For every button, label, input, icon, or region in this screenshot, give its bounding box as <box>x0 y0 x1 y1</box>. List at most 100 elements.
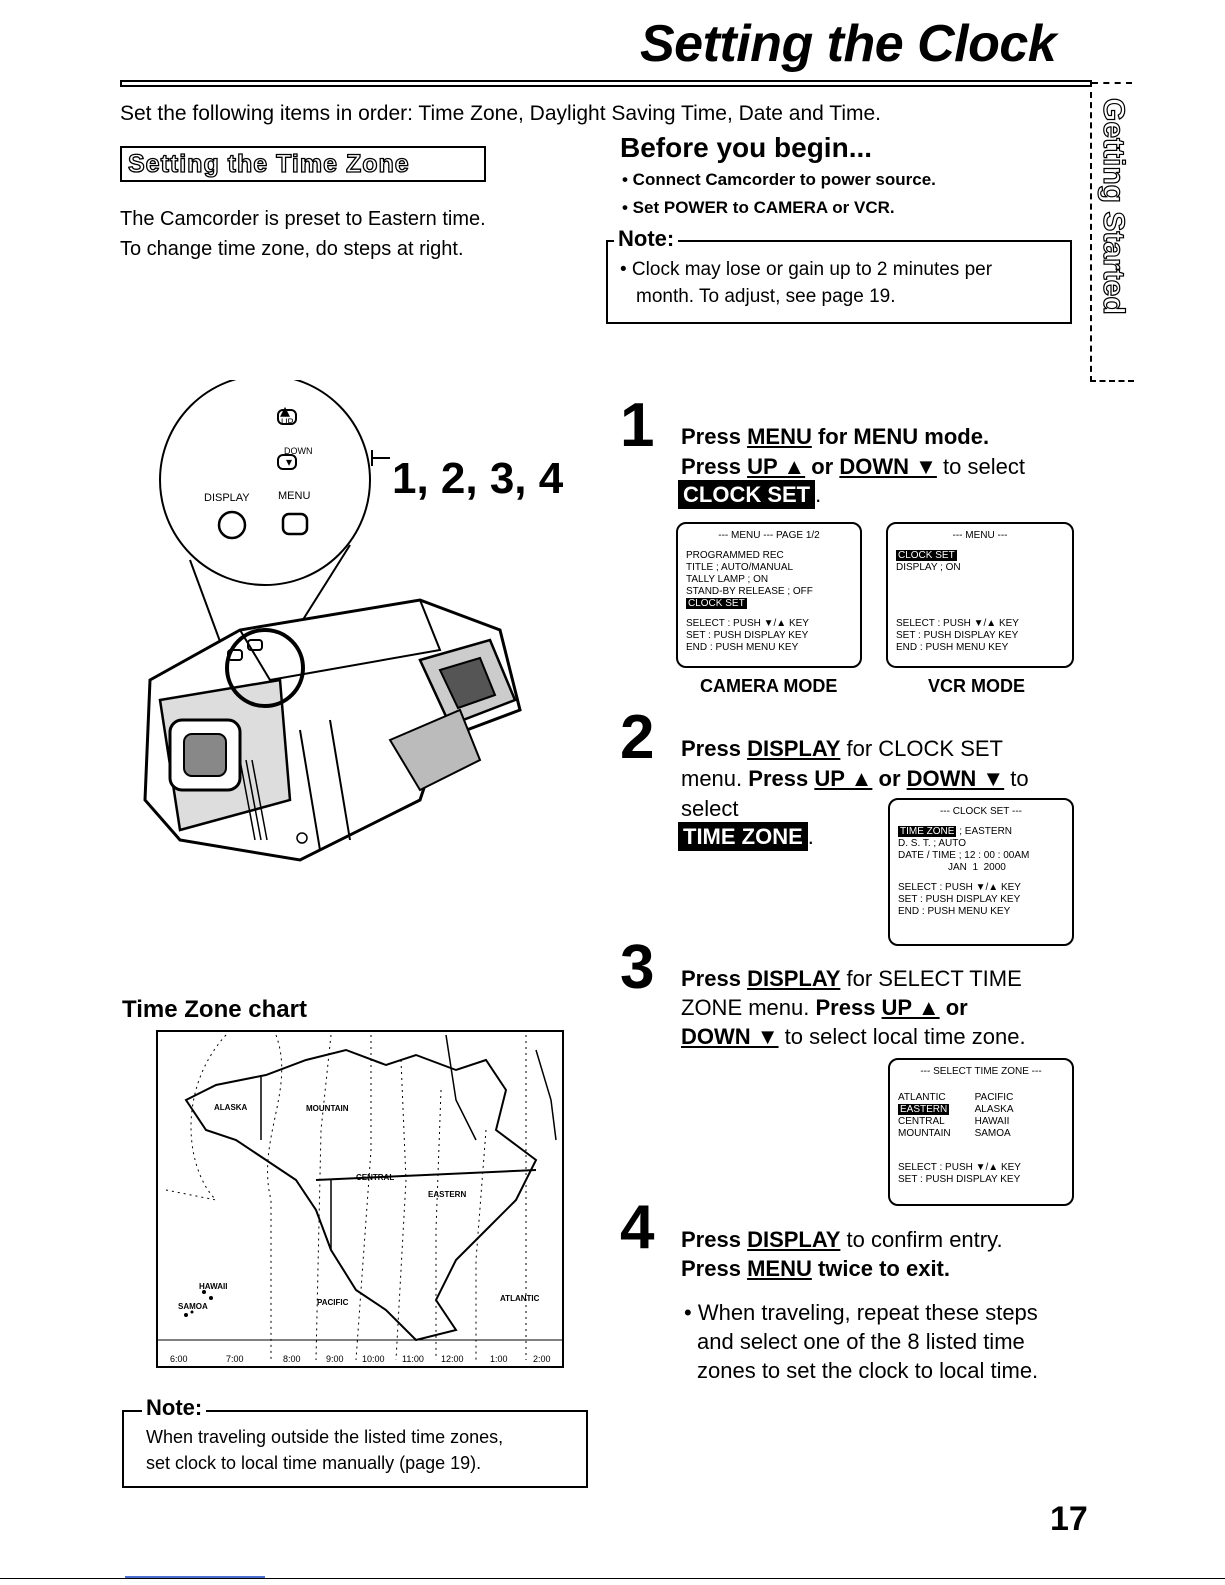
camera-mode-label: CAMERA MODE <box>700 676 838 696</box>
screen-key: END : PUSH MENU KEY <box>898 906 1011 917</box>
step-3-line-3: DOWN ▼ to select local time zone. <box>681 1022 1026 1051</box>
before-title: Before you begin... <box>620 132 873 163</box>
up-key-ref: UP ▲ <box>881 995 940 1020</box>
tz-option: CENTRAL <box>898 1116 945 1127</box>
tz-tick: 8:00 <box>283 1354 301 1364</box>
step-4-bullet-3: zones to set the clock to local time. <box>697 1358 1039 1383</box>
clock-set-screen: --- CLOCK SET --- TIME ZONE ; EASTERN D.… <box>888 798 1074 946</box>
text: Press <box>681 424 748 449</box>
step-4-bullet-1: • When traveling, repeat these steps <box>684 1300 1038 1325</box>
text: twice to exit. <box>811 1256 950 1281</box>
map-label: ATLANTIC <box>500 1294 540 1303</box>
camcorder-illustration <box>143 380 522 862</box>
side-tab-label: Getting Started <box>1096 97 1130 315</box>
text: for SELECT TIME <box>840 966 1022 991</box>
text: Press <box>748 766 815 791</box>
text: or <box>872 766 907 791</box>
tz-option: ATLANTIC <box>898 1092 946 1103</box>
footer-accent <box>125 1576 265 1578</box>
step-4-bullet-2: and select one of the 8 listed time <box>697 1329 1025 1354</box>
title-rule-dash <box>1092 82 1132 84</box>
text: Press <box>681 1256 748 1281</box>
note-box-bottom <box>122 1410 588 1488</box>
preset-line: The Camcorder is preset to Eastern time. <box>120 208 486 230</box>
page-number: 17 <box>1050 1500 1088 1538</box>
text: Press <box>815 995 882 1020</box>
step-number: 4 <box>620 1193 655 1262</box>
note-label: Note: <box>142 1395 207 1421</box>
step-2-highlight-row: TIME ZONE. <box>678 822 814 851</box>
display-key-ref: DISPLAY <box>747 966 841 991</box>
text: or <box>939 995 968 1020</box>
map-label: MOUNTAIN <box>306 1104 349 1113</box>
down-label: DOWN <box>284 446 313 456</box>
step-2-line-1: Press DISPLAY for CLOCK SET <box>681 734 1003 763</box>
step-number: 3 <box>620 933 655 1002</box>
up-key-ref: UP ▲ <box>814 766 873 791</box>
screen-header: --- MENU --- PAGE 1/2 <box>718 530 820 541</box>
step-callout: 1, 2, 3, 4 <box>392 454 564 503</box>
vcr-mode-label: VCR MODE <box>928 676 1026 696</box>
text: to select <box>936 454 1025 479</box>
menu-key-ref: MENU <box>747 424 812 449</box>
map-label: SAMOA <box>178 1302 208 1311</box>
screen-header: --- MENU --- <box>952 530 1008 541</box>
screen-row: TITLE ; AUTO/MANUAL <box>686 562 794 573</box>
text: Press <box>681 454 748 479</box>
text: . <box>807 824 814 849</box>
step-2-line-3: select <box>681 796 739 821</box>
page-title: Setting the Clock <box>640 15 1057 73</box>
screen-key: SELECT : PUSH ▼/▲ KEY <box>898 882 1021 893</box>
screen-row: D. S. T. ; AUTO <box>898 838 966 849</box>
text: or <box>805 454 840 479</box>
tz-option: PACIFIC <box>974 1092 1014 1103</box>
tz-option: SAMOA <box>974 1128 1011 1139</box>
screen-key: SELECT : PUSH ▼/▲ KEY <box>686 618 809 629</box>
screen-row: PROGRAMMED REC <box>686 550 784 561</box>
map-label: PACIFIC <box>317 1298 349 1307</box>
note-box-top <box>606 240 1072 324</box>
tz-tick: 1:00 <box>490 1354 508 1364</box>
tz-option-selected: EASTERN <box>898 1104 950 1115</box>
up-label: UP <box>281 417 294 427</box>
map-label: HAWAII <box>199 1282 228 1291</box>
tz-chart-title: Time Zone chart <box>122 996 307 1023</box>
tz-option: MOUNTAIN <box>898 1128 951 1139</box>
screen-key: SET : PUSH DISPLAY KEY <box>898 894 1021 905</box>
screen-selected: TIME ZONE <box>898 826 957 837</box>
time-zone-highlight: TIME ZONE <box>678 822 808 851</box>
down-key-ref: DOWN ▼ <box>681 1024 779 1049</box>
step-1-highlight-row: CLOCK SET. <box>678 480 821 509</box>
map-label: CENTRAL <box>356 1173 395 1182</box>
before-item: • Set POWER to CAMERA or VCR. <box>622 198 895 217</box>
tz-tick: 10:00 <box>362 1354 385 1364</box>
map-label: EASTERN <box>428 1190 467 1199</box>
tz-tick: 9:00 <box>326 1354 344 1364</box>
screen-row: DATE / TIME ; 12 : 00 : 00AM <box>898 850 1030 861</box>
map-label: ALASKA <box>214 1103 248 1112</box>
camera-mode-screen: --- MENU --- PAGE 1/2 PROGRAMMED REC TIT… <box>676 522 862 668</box>
clock-set-highlight: CLOCK SET <box>678 480 816 509</box>
up-key-ref: UP ▲ <box>747 454 806 479</box>
screen-header: --- SELECT TIME ZONE --- <box>920 1066 1042 1077</box>
menu-key-ref: MENU <box>747 1256 812 1281</box>
screen-selected: CLOCK SET <box>896 550 957 561</box>
text: to confirm entry. <box>840 1227 1003 1252</box>
screen-row: JAN 1 2000 <box>898 862 1006 873</box>
step-number: 2 <box>620 703 655 772</box>
step-1-line-1: Press MENU for MENU mode. <box>681 422 989 451</box>
text: to select local time zone. <box>778 1024 1026 1049</box>
tz-tick: 11:00 <box>402 1354 424 1364</box>
note-line: When traveling outside the listed time z… <box>146 1427 504 1447</box>
down-key-ref: DOWN ▼ <box>906 766 1005 791</box>
step-2-line-2: menu. Press UP ▲ or DOWN ▼ to <box>681 764 1029 793</box>
text: to <box>1004 766 1029 791</box>
select-time-zone-screen: --- SELECT TIME ZONE --- ATLANTIC EASTER… <box>888 1058 1074 1206</box>
screen-key: END : PUSH MENU KEY <box>896 642 1009 653</box>
screen-key: SELECT : PUSH ▼/▲ KEY <box>898 1162 1021 1173</box>
step-3-line-2: ZONE menu. Press UP ▲ or <box>681 993 968 1022</box>
note-line: • Clock may lose or gain up to 2 minutes… <box>620 259 993 280</box>
down-key-ref: DOWN ▼ <box>839 454 937 479</box>
text: Press <box>681 966 748 991</box>
screen-row: DISPLAY ; ON <box>896 562 961 573</box>
